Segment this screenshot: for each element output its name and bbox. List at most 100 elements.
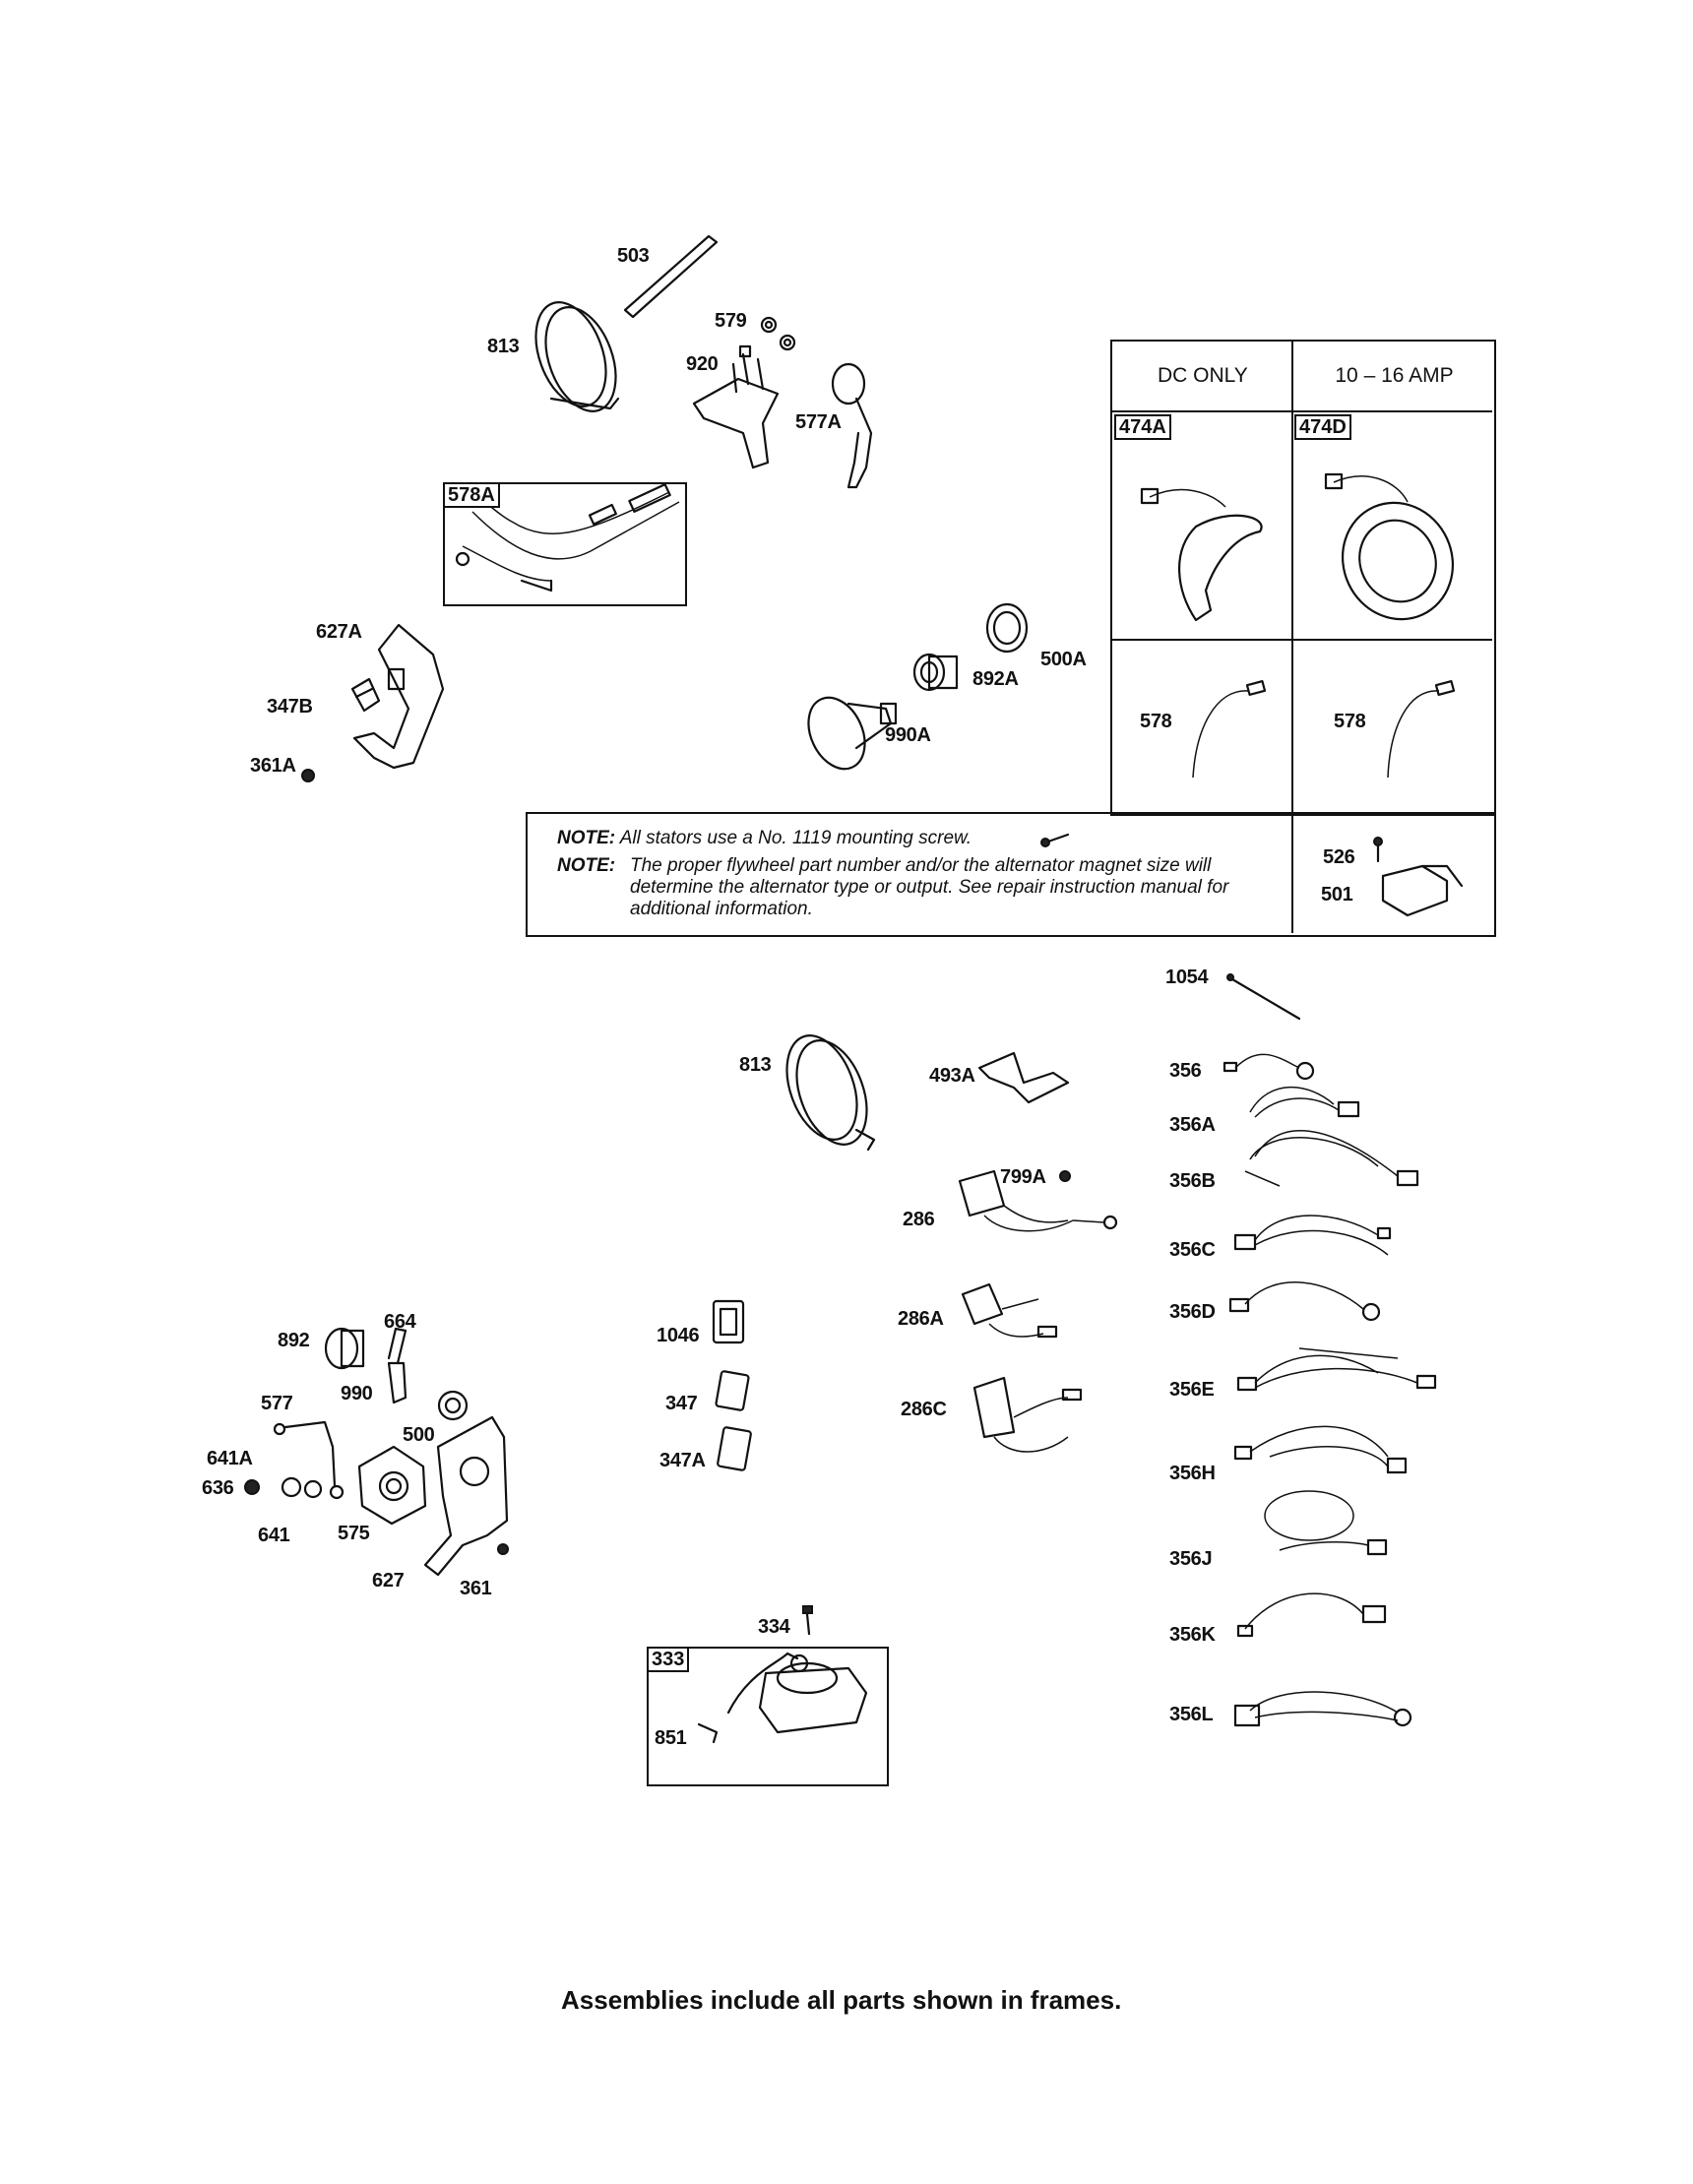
part-label-356: 356: [1169, 1060, 1202, 1082]
washer-500a-drawing: [985, 602, 1029, 654]
frame-label-333: 333: [647, 1647, 690, 1672]
module-286a-drawing: [961, 1282, 1058, 1339]
part-label-664: 664: [384, 1311, 416, 1333]
wire-356-drawing: [1223, 1053, 1315, 1081]
table-row-divider: [1112, 639, 1492, 641]
note-1: NOTE: All stators use a No. 1119 mountin…: [557, 828, 1266, 849]
washer-641-drawing: [281, 1476, 323, 1499]
module-286c-drawing: [972, 1376, 1083, 1453]
switch-347a-drawing: [717, 1426, 752, 1471]
stator-table: DC ONLY 10 – 16 AMP 474A 474D 578 578: [1110, 340, 1496, 816]
screw-334-drawing: [802, 1605, 813, 1636]
switch-892a-drawing: [912, 653, 959, 692]
part-label-356a: 356A: [1169, 1114, 1216, 1136]
header-dc-only: DC ONLY: [1158, 364, 1248, 387]
switch-347-drawing: [715, 1370, 750, 1411]
clamp-813-mid-drawing: [785, 1034, 876, 1152]
tie-1054-drawing: [1226, 973, 1301, 1021]
part-label-503: 503: [617, 245, 650, 267]
bracket-920-drawing: [692, 344, 780, 469]
note-1-text: All stators use a No. 1119 mounting scre…: [619, 828, 972, 848]
washer-500-drawing: [437, 1390, 469, 1421]
wire-356h-drawing: [1233, 1425, 1408, 1474]
part-label-577a: 577A: [795, 411, 842, 433]
part-label-474d: 474D: [1294, 414, 1351, 440]
part-label-356e: 356E: [1169, 1379, 1215, 1401]
wire-356e-drawing: [1236, 1347, 1437, 1392]
wire-578-right-drawing: [1387, 679, 1456, 779]
part-label-356j: 356J: [1169, 1548, 1213, 1570]
wire-356d-drawing: [1228, 1281, 1381, 1322]
plate-627-drawing: [423, 1415, 509, 1577]
part-label-356d: 356D: [1169, 1301, 1216, 1323]
notes-box: NOTE: All stators use a No. 1119 mountin…: [526, 812, 1496, 937]
table-col-divider: [1291, 342, 1293, 812]
wire-356b-drawing: [1244, 1130, 1419, 1187]
part-label-799a: 799A: [1000, 1166, 1046, 1188]
note-2-prefix: NOTE:: [557, 855, 616, 876]
part-label-500a: 500A: [1040, 649, 1087, 670]
part-label-627a: 627A: [316, 621, 362, 643]
wire-356j-drawing: [1264, 1490, 1388, 1556]
coil-333-drawing: [726, 1652, 868, 1734]
part-label-578-right: 578: [1334, 711, 1366, 732]
switch-347b-drawing: [350, 677, 381, 713]
part-label-1046: 1046: [657, 1325, 700, 1346]
part-label-579: 579: [715, 310, 747, 332]
note-1-prefix: NOTE:: [557, 828, 616, 848]
table-header-divider: [1112, 410, 1492, 412]
nut-579-drawing: [760, 316, 796, 351]
part-label-493a: 493A: [929, 1065, 975, 1087]
part-label-892a: 892A: [972, 668, 1019, 690]
header-amp: 10 – 16 AMP: [1335, 364, 1454, 387]
part-label-636: 636: [202, 1477, 234, 1499]
part-label-361: 361: [460, 1578, 492, 1599]
part-label-577: 577: [261, 1393, 293, 1414]
part-label-813-top: 813: [487, 336, 520, 357]
part-label-641a: 641A: [207, 1448, 253, 1469]
part-label-627: 627: [372, 1570, 405, 1591]
part-label-500: 500: [403, 1424, 435, 1446]
part-label-356l: 356L: [1169, 1704, 1214, 1725]
part-label-501: 501: [1321, 884, 1353, 905]
frame-333: [647, 1647, 889, 1786]
screw-note-drawing: [1040, 833, 1070, 847]
frame-label-578a: 578A: [443, 482, 500, 508]
socket-575-drawing: [357, 1445, 427, 1526]
knob-990a-drawing: [807, 696, 898, 771]
wire-356c-drawing: [1233, 1215, 1392, 1256]
part-label-990a: 990A: [885, 724, 931, 746]
part-label-641: 641: [258, 1525, 290, 1546]
screw-361-drawing: [497, 1543, 509, 1555]
key-664-drawing: [387, 1327, 408, 1365]
part-label-474a: 474A: [1114, 414, 1171, 440]
part-label-356h: 356H: [1169, 1463, 1216, 1484]
part-label-361a: 361A: [250, 755, 296, 777]
part-label-286a: 286A: [898, 1308, 944, 1330]
stator-474a-drawing: [1140, 487, 1263, 622]
screw-799a-drawing: [1059, 1170, 1071, 1182]
screw-361a-drawing: [301, 769, 315, 782]
washer-636-drawing: [244, 1479, 260, 1495]
note-2-text: The proper flywheel part number and/or t…: [630, 855, 1229, 919]
clamp-813-drawing: [534, 301, 620, 412]
plug-wire-577a-drawing: [831, 362, 873, 489]
key-990-drawing: [387, 1361, 408, 1404]
screw-851-drawing: [697, 1722, 719, 1744]
part-label-334: 334: [758, 1616, 790, 1638]
footer-note: Assemblies include all parts shown in fr…: [561, 1985, 1122, 2015]
part-label-920: 920: [686, 353, 719, 375]
stator-474d-drawing: [1324, 472, 1455, 621]
part-label-1054: 1054: [1165, 967, 1209, 988]
wire-577-drawing: [273, 1420, 345, 1500]
wire-356l-drawing: [1233, 1691, 1412, 1727]
part-label-347: 347: [665, 1393, 698, 1414]
part-label-286c: 286C: [901, 1399, 947, 1420]
regulator-501-drawing: [1373, 837, 1464, 917]
switch-892-drawing: [324, 1327, 365, 1370]
part-label-286: 286: [903, 1209, 935, 1230]
wire-356k-drawing: [1236, 1592, 1387, 1638]
bracket-493a-drawing: [977, 1051, 1070, 1104]
part-label-892: 892: [278, 1330, 310, 1351]
